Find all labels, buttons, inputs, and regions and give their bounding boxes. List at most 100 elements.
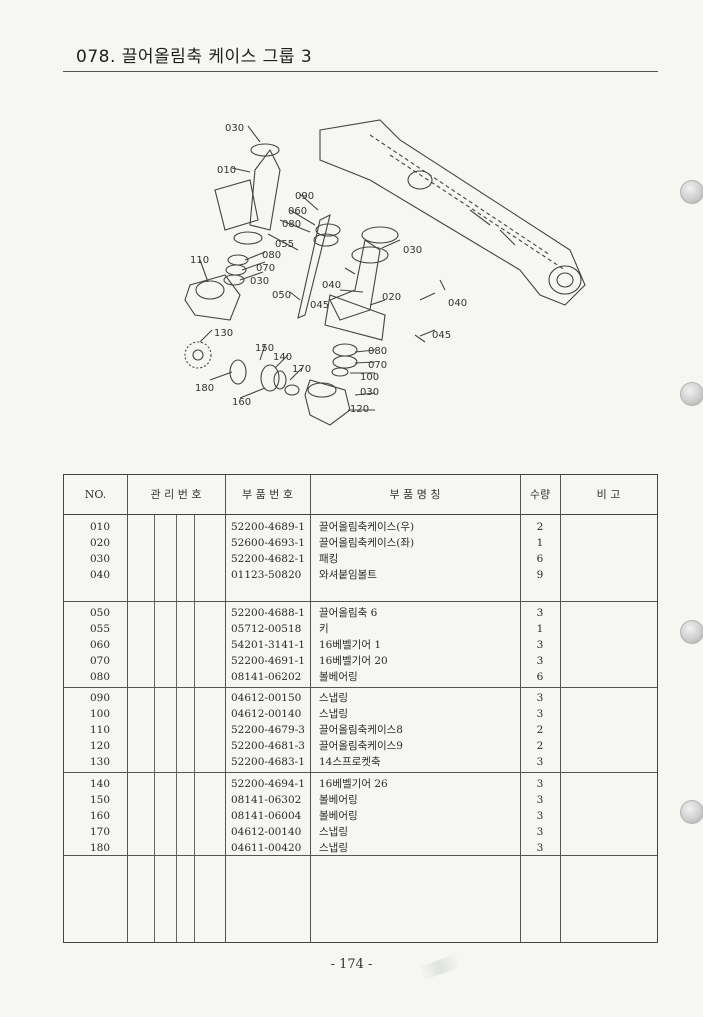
cell-qty: 3 [536,607,544,619]
cell-qty: 3 [536,778,544,790]
cell-no: 090 [90,692,111,704]
cell-part-name: 키 [319,623,329,635]
cell-part-name: 패킹 [319,553,339,565]
cell-qty: 3 [536,639,544,651]
callout-060: 060 [288,206,307,217]
cell-no: 060 [90,639,111,651]
cell-qty: 3 [536,826,544,838]
header-qty: 수량 [529,488,551,501]
callout-140: 140 [273,352,292,363]
callout-080: 080 [262,250,281,261]
table-row: 080 08141-06202 볼베어링 6 [64,669,657,685]
binder-hole-icon [680,382,703,406]
group-divider [64,772,657,773]
cell-part-no: 52200-4691-1 [231,655,305,667]
cell-part-name: 끌어올림축 6 [319,607,378,619]
callout-160: 160 [232,397,251,408]
cell-part-no: 08141-06004 [231,810,302,822]
column-divider [194,515,195,942]
cell-part-no: 04612-00140 [231,708,302,720]
cell-part-name: 볼베어링 [319,671,358,683]
shaft-050 [297,213,331,319]
cell-part-no: 52200-4679-3 [231,724,305,736]
cell-qty: 3 [536,810,544,822]
cell-part-no: 52200-4688-1 [231,607,305,619]
cell-qty: 3 [536,842,544,854]
cell-no: 180 [90,842,111,854]
cell-part-no: 52200-4681-3 [231,740,305,752]
column-divider [310,475,311,942]
cell-qty: 9 [536,569,544,581]
callout-030: 030 [403,245,422,256]
callout-080: 080 [368,346,387,357]
column-divider [520,475,521,942]
table-row: 040 01123-50820 와셔붙임볼트 9 [64,567,657,583]
cell-part-name: 스냅링 [319,692,348,704]
cell-part-no: 01123-50820 [231,569,302,581]
table-row: 030 52200-4682-1 패킹 6 [64,551,657,567]
column-divider [225,475,226,942]
callout-110: 110 [190,255,209,266]
housing-outline [319,119,586,306]
cell-part-no: 08141-06202 [231,671,302,683]
group-divider [64,855,657,856]
cell-no: 070 [90,655,111,667]
callout-030: 030 [360,387,379,398]
cell-part-no: 08141-06302 [231,794,302,806]
callout-045: 045 [432,330,451,341]
group-divider [64,687,657,688]
cell-part-no: 05712-00518 [231,623,302,635]
table-row: 020 52600-4693-1 끌어올림축케이스(좌) 1 [64,535,657,551]
cell-qty: 3 [536,708,544,720]
callout-045: 045 [310,300,329,311]
group-divider [64,601,657,602]
table-row: 090 04612-00150 스냅링 3 [64,690,657,706]
cell-no: 140 [90,778,111,790]
cell-no: 055 [90,623,111,635]
table-row: 070 52200-4691-1 16베벨기어 20 3 [64,653,657,669]
cell-part-name: 16베벨기어 1 [319,639,382,651]
cell-part-no: 04612-00150 [231,692,302,704]
header-remarks: 비 고 [596,488,621,501]
cell-part-name: 16베벨기어 20 [319,655,388,667]
cell-part-name: 끌어올림축케이스8 [319,724,403,736]
page-title: 078. 끌어올림축 케이스 그룹 3 [76,47,313,67]
binder-hole-icon [680,800,703,824]
table-row: 180 04611-00420 스냅링 3 [64,840,657,856]
callout-070: 070 [256,263,275,274]
callout-010: 010 [217,165,236,176]
shaft-010 [249,148,281,231]
cell-part-name: 스냅링 [319,708,348,720]
cell-part-name: 볼베어링 [319,794,358,806]
callout-130: 130 [214,328,233,339]
table-row: 100 04612-00140 스냅링 3 [64,706,657,722]
table-row: 120 52200-4681-3 끌어올림축케이스9 2 [64,738,657,754]
cell-no: 130 [90,756,111,768]
cell-part-name: 끌어올림축케이스(우) [319,521,415,533]
cell-part-name: 14스프로켓축 [319,756,381,768]
table-header: NO. 관 리 번 호 부 품 번 호 부 품 명 칭 수량 비 고 [64,475,657,515]
cell-no: 110 [90,724,111,736]
parts-table: NO. 관 리 번 호 부 품 번 호 부 품 명 칭 수량 비 고 010 5… [63,474,658,943]
cell-no: 050 [90,607,111,619]
cell-part-name: 끌어올림축케이스(좌) [319,537,415,549]
column-divider [560,475,561,942]
table-row: 010 52200-4689-1 끌어올림축케이스(우) 2 [64,519,657,535]
binder-hole-icon [680,620,703,644]
table-row: 140 52200-4694-1 16베벨기어 26 3 [64,776,657,792]
header-no: NO. [84,488,107,501]
cell-part-no: 54201-3141-1 [231,639,305,651]
header-part-no: 부 품 번 호 [242,488,293,501]
column-divider [176,515,177,942]
cell-part-no: 52200-4694-1 [231,778,305,790]
cell-part-no: 52200-4683-1 [231,756,305,768]
cell-part-name: 볼베어링 [319,810,358,822]
housing-110 [184,274,241,321]
callout-020: 020 [382,292,401,303]
sprocket-130 [184,341,212,369]
callout-170: 170 [292,364,311,375]
cell-no: 030 [90,553,111,565]
cell-part-no: 04611-00420 [231,842,302,854]
callout-100: 100 [360,372,379,383]
cell-part-name: 스냅링 [319,826,348,838]
